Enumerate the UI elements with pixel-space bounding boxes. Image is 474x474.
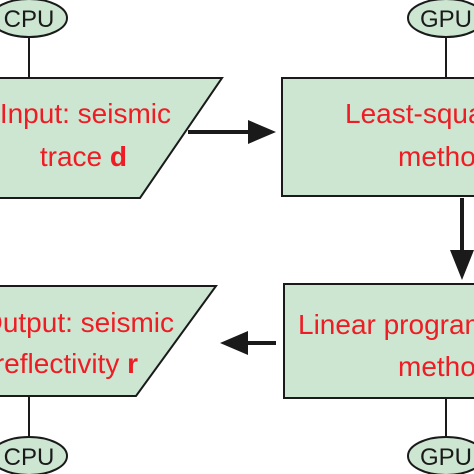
svg-text:CPU: CPU: [4, 6, 55, 33]
input-node: Input: seismic trace d: [0, 77, 224, 199]
gpu-badge-top: GPU: [407, 0, 474, 38]
cpu-badge-bottom: CPU: [0, 436, 68, 474]
input-node-line2: trace d: [40, 141, 127, 172]
svg-text:CPU: CPU: [4, 444, 55, 471]
arrow-input-to-least-squares: [188, 120, 276, 144]
gpu-badge-bottom: GPU: [407, 436, 474, 474]
output-node-line1: Output: seismic: [0, 307, 174, 338]
arrow-least-squares-to-linear-programming: [450, 198, 474, 280]
least-squares-node: Least-squares method: [281, 77, 474, 197]
least-squares-line1: Least-squares: [345, 98, 474, 129]
input-node-line1: Input: seismic: [0, 98, 171, 129]
arrow-linear-programming-to-output: [220, 331, 276, 355]
svg-text:GPU: GPU: [420, 444, 472, 471]
cpu-badge-top: CPU: [0, 0, 68, 38]
output-node-line2: reflectivity r: [0, 348, 138, 379]
linear-programming-node: Linear programming method: [283, 283, 474, 399]
output-node: Output: seismic reflectivity r: [0, 285, 218, 397]
linear-programming-line2: method: [398, 351, 474, 382]
linear-programming-line1: Linear programming: [298, 309, 474, 340]
least-squares-line2: method: [398, 141, 474, 172]
svg-text:GPU: GPU: [420, 6, 472, 33]
